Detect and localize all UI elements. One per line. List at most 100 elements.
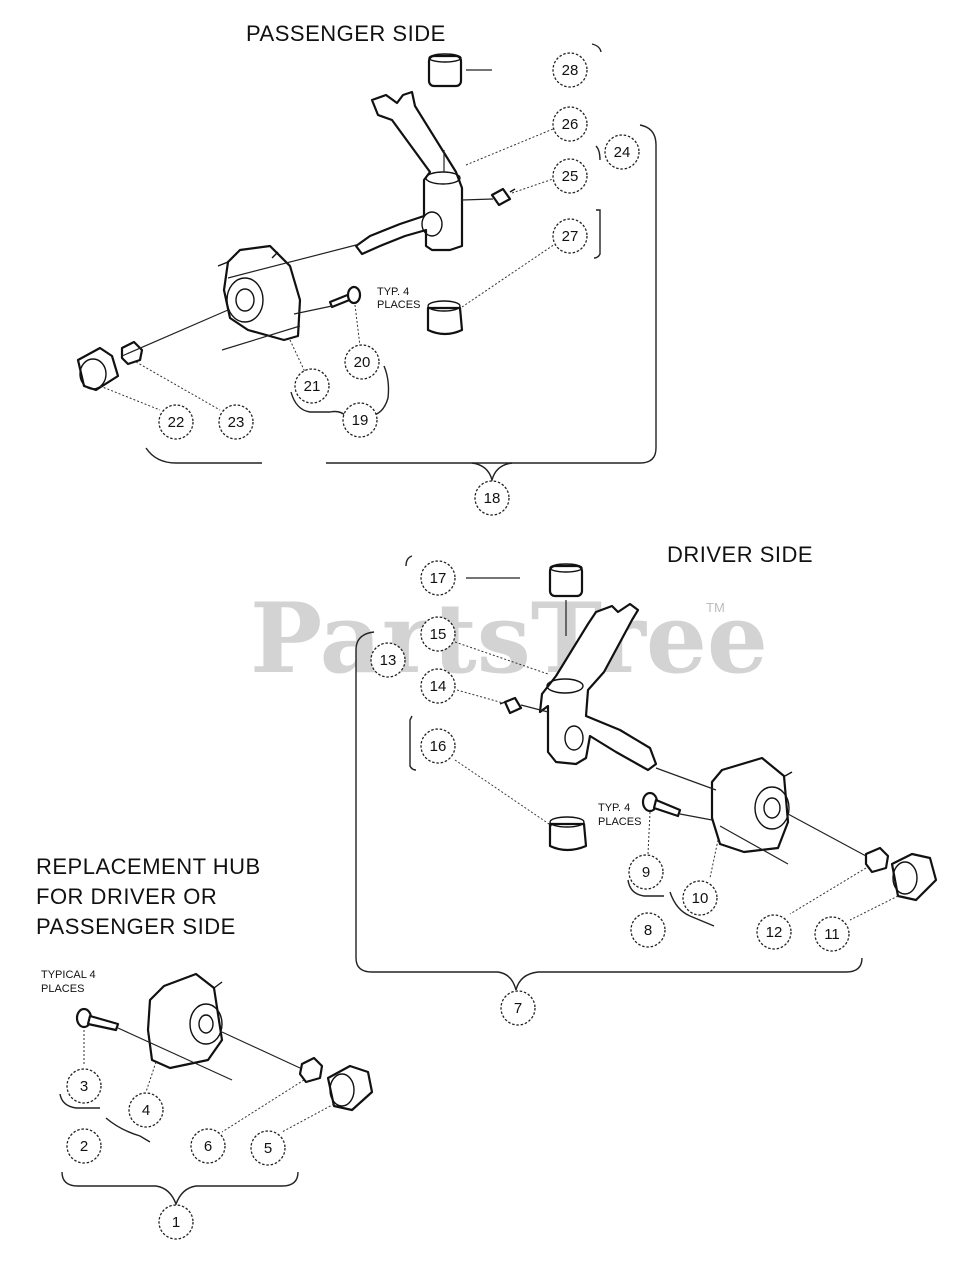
part-bolt-passenger [328, 285, 362, 309]
leader-9 [647, 811, 651, 855]
part-bushing-top-driver [548, 563, 584, 598]
brace-7-right [538, 957, 863, 973]
note-typ-driver-1: TYP. 4 [598, 802, 630, 814]
callout-23[interactable]: 23 [218, 404, 254, 440]
watermark-text: PartsTree [250, 582, 768, 695]
callout-22[interactable]: 22 [158, 404, 194, 440]
title-replacement-hub-line1: REPLACEMENT HUB [36, 854, 261, 879]
callout-26[interactable]: 26 [552, 106, 588, 142]
callout-ring [218, 404, 254, 440]
callout-number: 2 [80, 1138, 88, 1155]
note-typical-1: TYPICAL 4 [41, 969, 96, 981]
axis-line-driver-5 [520, 704, 549, 713]
callout-17[interactable]: 17 [420, 560, 456, 596]
note-typ-passenger-1: TYP. 4 [377, 286, 409, 298]
brace-19-left [290, 391, 347, 417]
callout-ring [420, 616, 456, 652]
callout-ring [344, 344, 380, 380]
callout-number: 21 [304, 378, 321, 395]
callout-24[interactable]: 24 [604, 134, 640, 170]
note-typ-driver-2: PLACES [598, 816, 641, 828]
callout-ring [420, 560, 456, 596]
callout-8[interactable]: 8 [630, 912, 666, 948]
callout-ring [190, 1128, 226, 1164]
callout-ring [158, 1204, 194, 1240]
brace-2-left [59, 1093, 100, 1109]
leader-23 [135, 361, 221, 411]
part-bolt-driver [641, 791, 682, 818]
title-passenger-side: PASSENGER SIDE [246, 21, 446, 46]
axis-line-passenger-2 [121, 309, 229, 357]
callout-ring [628, 854, 664, 890]
callout-21[interactable]: 21 [294, 368, 330, 404]
callout-number: 6 [204, 1138, 212, 1155]
axis-line-driver-3 [719, 825, 789, 865]
brace-8-right [669, 891, 715, 927]
callout-2[interactable]: 2 [66, 1128, 102, 1164]
callout-27[interactable]: 27 [552, 218, 588, 254]
callout-number: 4 [142, 1102, 150, 1119]
part-dust-cap-driver [890, 852, 938, 902]
callout-5[interactable]: 5 [250, 1130, 286, 1166]
brace-17 [405, 555, 413, 567]
callout-28[interactable]: 28 [552, 52, 588, 88]
callout-14[interactable]: 14 [420, 668, 456, 704]
callout-ring [420, 668, 456, 704]
callout-number: 14 [430, 678, 447, 695]
callout-10[interactable]: 10 [682, 880, 718, 916]
callout-number: 9 [642, 864, 650, 881]
part-spindle-passenger [354, 90, 464, 256]
part-bearing-passenger [120, 340, 144, 366]
axis-line-passenger-4 [293, 305, 333, 315]
part-bushing-top-passenger [427, 53, 463, 88]
callout-number: 22 [168, 414, 185, 431]
callout-11[interactable]: 11 [814, 916, 850, 952]
part-hub-replacement [146, 972, 224, 1070]
callout-number: 3 [80, 1078, 88, 1095]
callout-number: 16 [430, 738, 447, 755]
leader-20 [354, 304, 361, 347]
callout-number: 8 [644, 922, 652, 939]
callout-12[interactable]: 12 [756, 914, 792, 950]
callout-16[interactable]: 16 [420, 728, 456, 764]
axis-line-driver-2 [787, 813, 867, 857]
callout-number: 28 [562, 62, 579, 79]
leader-5 [281, 1103, 335, 1133]
callout-7[interactable]: 7 [500, 990, 536, 1026]
axis-line-passenger-3 [221, 325, 301, 351]
brace-24 [595, 145, 601, 161]
note-typ-passenger-2: PLACES [377, 299, 420, 311]
callout-4[interactable]: 4 [128, 1092, 164, 1128]
callout-25[interactable]: 25 [552, 158, 588, 194]
callout-6[interactable]: 6 [190, 1128, 226, 1164]
callout-9[interactable]: 9 [628, 854, 664, 890]
leader-22 [99, 385, 161, 411]
part-bearing-driver [864, 846, 890, 874]
watermark-tm: TM [706, 600, 725, 615]
callout-13[interactable]: 13 [370, 642, 406, 678]
callout-number: 7 [514, 1000, 522, 1017]
brace-28 [591, 43, 602, 53]
callout-ring [128, 1092, 164, 1128]
callout-1[interactable]: 1 [158, 1204, 194, 1240]
brace-1-left [61, 1171, 156, 1187]
callout-18[interactable]: 18 [474, 480, 510, 516]
axis-line-replacement-1 [117, 1027, 233, 1081]
callout-3[interactable]: 3 [66, 1068, 102, 1104]
callout-20[interactable]: 20 [344, 344, 380, 380]
callout-ring [158, 404, 194, 440]
callout-15[interactable]: 15 [420, 616, 456, 652]
leader-12 [789, 867, 867, 915]
callout-number: 27 [562, 228, 579, 245]
callout-number: 23 [228, 414, 245, 431]
axis-line-driver-4 [679, 813, 713, 821]
callout-number: 19 [352, 412, 369, 429]
callout-ring [370, 642, 406, 678]
callout-19[interactable]: 19 [342, 402, 378, 438]
leader-11 [849, 895, 899, 921]
callout-ring [552, 106, 588, 142]
part-bushing-bottom-passenger [426, 300, 464, 336]
leader-26 [465, 128, 554, 166]
